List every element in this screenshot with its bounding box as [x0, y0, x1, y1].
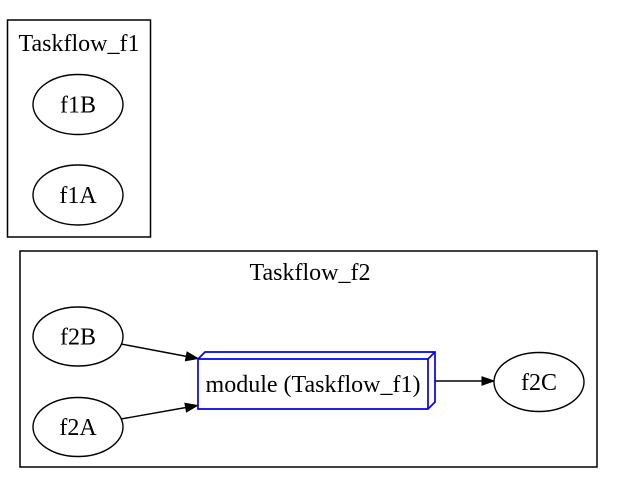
node-module-box3d-outline — [197, 351, 436, 410]
node-module-label: module (Taskflow_f1) — [206, 372, 421, 398]
node-f1B-ellipse — [32, 73, 124, 136]
edge-f2A-to-module — [120, 402, 199, 420]
cluster-taskflow-f1-border — [6, 19, 152, 238]
node-f2C-ellipse — [493, 351, 585, 413]
node-f2A-label: f2A — [59, 415, 97, 441]
node-f1B-label: f1B — [60, 93, 96, 119]
cluster-taskflow-f2-label: Taskflow_f2 — [250, 260, 371, 286]
cluster-taskflow-f2-border — [19, 250, 598, 468]
node-f2B-label: f2B — [60, 325, 96, 351]
node-f2C: f2C — [493, 351, 585, 413]
edge-module-to-f2C-arrowhead — [481, 376, 496, 386]
edge-module-to-f2C — [435, 376, 496, 386]
node-f1A-ellipse — [32, 164, 124, 226]
edge-f2B-to-module-arrowhead — [184, 351, 200, 362]
cluster-taskflow-f1: Taskflow_f1 f1B f1A — [6, 19, 152, 238]
edge-f2B-to-module — [120, 343, 200, 362]
edge-f2B-to-module-line — [120, 343, 188, 358]
node-f2B: f2B — [32, 306, 124, 367]
cluster-taskflow-f2: Taskflow_f2 f2B f2A — [19, 250, 598, 468]
node-f1B: f1B — [32, 73, 124, 136]
node-f1A-label: f1A — [59, 183, 97, 209]
node-f1A: f1A — [32, 164, 124, 226]
node-module-box3d-inner-edges — [198, 351, 436, 409]
node-f2C-label: f2C — [521, 370, 557, 396]
node-module: module (Taskflow_f1) — [197, 351, 436, 410]
cluster-taskflow-f1-label: Taskflow_f1 — [19, 31, 140, 57]
node-f2A: f2A — [32, 396, 124, 458]
node-f2A-ellipse — [32, 396, 124, 458]
edge-f2A-to-module-line — [120, 406, 187, 420]
node-f2B-ellipse — [32, 306, 124, 367]
edge-f2A-to-module-arrowhead — [184, 402, 199, 413]
